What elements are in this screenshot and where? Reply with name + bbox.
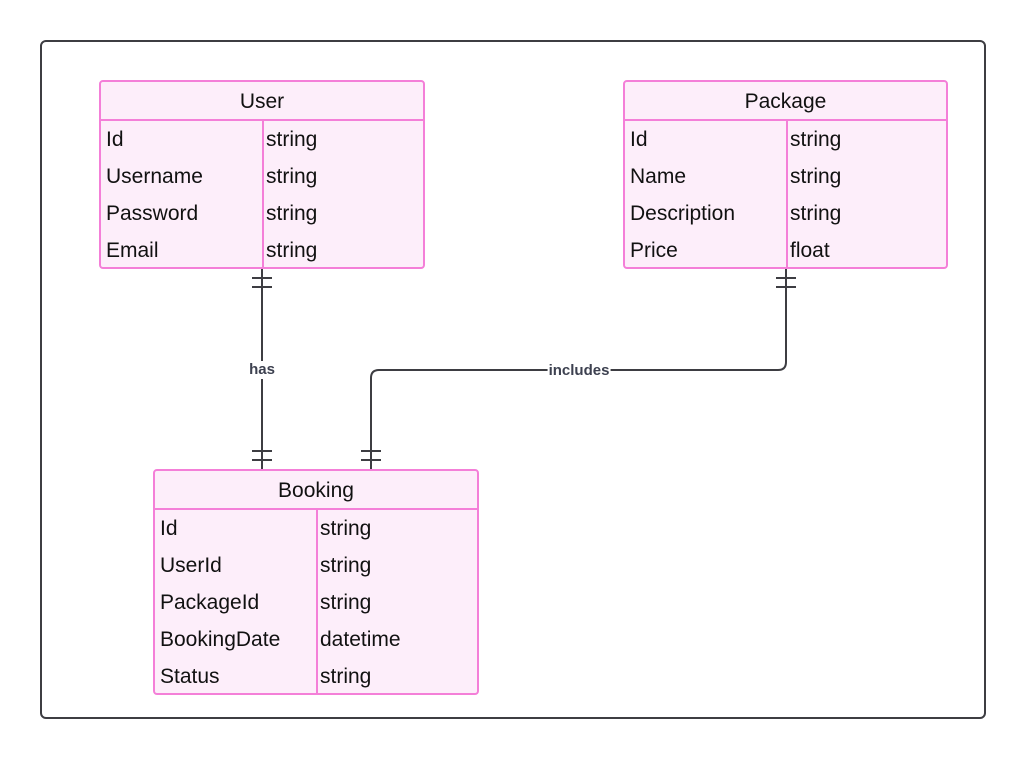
entity-title: Package: [625, 82, 946, 121]
attribute-name: BookingDate: [160, 627, 281, 651]
attribute-row: Username string: [101, 158, 423, 195]
attribute-type: string: [790, 164, 842, 188]
attribute-type: string: [320, 553, 372, 577]
attribute-name: Email: [106, 238, 159, 262]
attribute-name: Id: [106, 127, 124, 151]
attribute-row: Id string: [155, 510, 477, 547]
attribute-name: PackageId: [160, 590, 260, 614]
attribute-type: datetime: [320, 627, 401, 651]
column-divider: [316, 510, 318, 693]
attribute-type: string: [320, 664, 372, 688]
attribute-type: string: [266, 238, 318, 262]
attribute-name: Price: [630, 238, 678, 262]
attribute-name: UserId: [160, 553, 222, 577]
attribute-name: Id: [160, 516, 178, 540]
attribute-name: Status: [160, 664, 220, 688]
attribute-row: Price float: [625, 232, 946, 269]
attribute-type: string: [266, 164, 318, 188]
attribute-name: Id: [630, 127, 648, 151]
attribute-row: Id string: [625, 121, 946, 158]
attribute-type: string: [266, 127, 318, 151]
attribute-type: string: [790, 201, 842, 225]
attribute-row: Status string: [155, 658, 477, 695]
relationship-label-has: has: [248, 361, 276, 379]
attribute-row: PackageId string: [155, 584, 477, 621]
attribute-row: Name string: [625, 158, 946, 195]
attribute-row: Email string: [101, 232, 423, 269]
column-divider: [786, 121, 788, 267]
attribute-type: string: [790, 127, 842, 151]
attribute-row: Id string: [101, 121, 423, 158]
relationship-label-includes: includes: [547, 362, 611, 380]
attribute-type: string: [320, 516, 372, 540]
entity-title: User: [101, 82, 423, 121]
attribute-row: BookingDate datetime: [155, 621, 477, 658]
diagram-frame: [40, 40, 986, 719]
attribute-type: string: [320, 590, 372, 614]
attribute-name: Password: [106, 201, 199, 225]
attribute-type: string: [266, 201, 318, 225]
entity-package[interactable]: Package Id string Name string Descriptio…: [623, 80, 948, 269]
entity-booking[interactable]: Booking Id string UserId string PackageI…: [153, 469, 479, 695]
attribute-row: UserId string: [155, 547, 477, 584]
entity-user[interactable]: User Id string Username string Password …: [99, 80, 425, 269]
attribute-row: Password string: [101, 195, 423, 232]
column-divider: [262, 121, 264, 267]
attribute-name: Username: [106, 164, 203, 188]
entity-title: Booking: [155, 471, 477, 510]
attribute-type: float: [790, 238, 830, 262]
attribute-name: Description: [630, 201, 736, 225]
attribute-name: Name: [630, 164, 687, 188]
attribute-row: Description string: [625, 195, 946, 232]
